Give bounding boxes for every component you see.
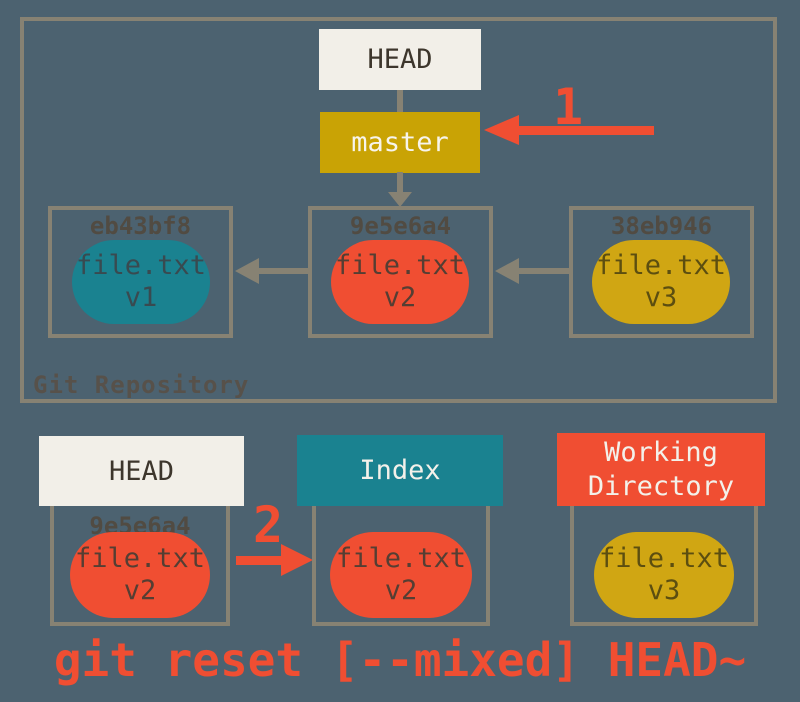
master-branch-box: master <box>320 112 480 173</box>
commit-hash: 38eb946 <box>610 212 713 240</box>
arrow-down-icon <box>388 192 412 207</box>
step-1-arrow-line <box>517 126 654 135</box>
head-ref-box: HEAD <box>319 29 481 90</box>
command-text: git reset [--mixed] HEAD~ <box>53 633 747 687</box>
file-version: v2 <box>123 575 157 606</box>
file-version: v2 <box>384 575 418 606</box>
commit-hash: 9e5e6a4 <box>349 212 452 240</box>
commit-box-eb43bf8 <box>48 206 233 338</box>
index-area-header: Index <box>297 435 503 506</box>
file-version: v1 <box>124 282 158 313</box>
file-name: file.txt <box>595 250 727 282</box>
working-directory-header: Working Directory <box>557 433 765 506</box>
index-file-blob: file.txt v2 <box>330 532 472 618</box>
file-name: file.txt <box>74 543 206 575</box>
arrow-left-icon <box>495 258 519 284</box>
git-repository-frame <box>20 17 777 403</box>
working-directory-label: Working Directory <box>587 436 735 502</box>
commit-box-9e5e6a4 <box>308 206 493 338</box>
file-name: file.txt <box>335 543 467 575</box>
step-2-label: 2 <box>252 496 284 554</box>
step-2-arrow-line <box>236 556 282 565</box>
file-blob-v1: file.txt v1 <box>72 240 210 324</box>
head-to-master-line <box>397 90 403 113</box>
step-1-arrow-left-icon <box>484 115 519 145</box>
commit-box-38eb946 <box>569 206 754 338</box>
index-area-label: Index <box>359 455 441 486</box>
git-repository-label: Git Repository <box>33 371 250 399</box>
master-to-commit-line <box>397 172 403 193</box>
commit-parent-line <box>258 268 308 274</box>
file-version: v2 <box>383 282 417 313</box>
file-blob-v3: file.txt v3 <box>592 240 730 324</box>
file-name: file.txt <box>334 250 466 282</box>
file-blob-v2: file.txt v2 <box>331 240 469 324</box>
arrow-left-icon <box>235 258 259 284</box>
file-name: file.txt <box>598 543 730 575</box>
head-area-label: HEAD <box>108 455 175 487</box>
working-file-blob: file.txt v3 <box>594 532 734 618</box>
master-branch-label: master <box>351 127 449 158</box>
file-version: v3 <box>647 575 681 606</box>
file-name: file.txt <box>75 250 207 282</box>
commit-parent-line <box>518 268 569 274</box>
head-file-blob: file.txt v2 <box>70 532 210 618</box>
file-version: v3 <box>644 282 678 313</box>
commit-hash: eb43bf8 <box>89 212 192 240</box>
head-area-header: HEAD <box>39 436 244 506</box>
step-2-arrow-right-icon <box>281 544 313 576</box>
head-ref-label: HEAD <box>367 44 433 75</box>
